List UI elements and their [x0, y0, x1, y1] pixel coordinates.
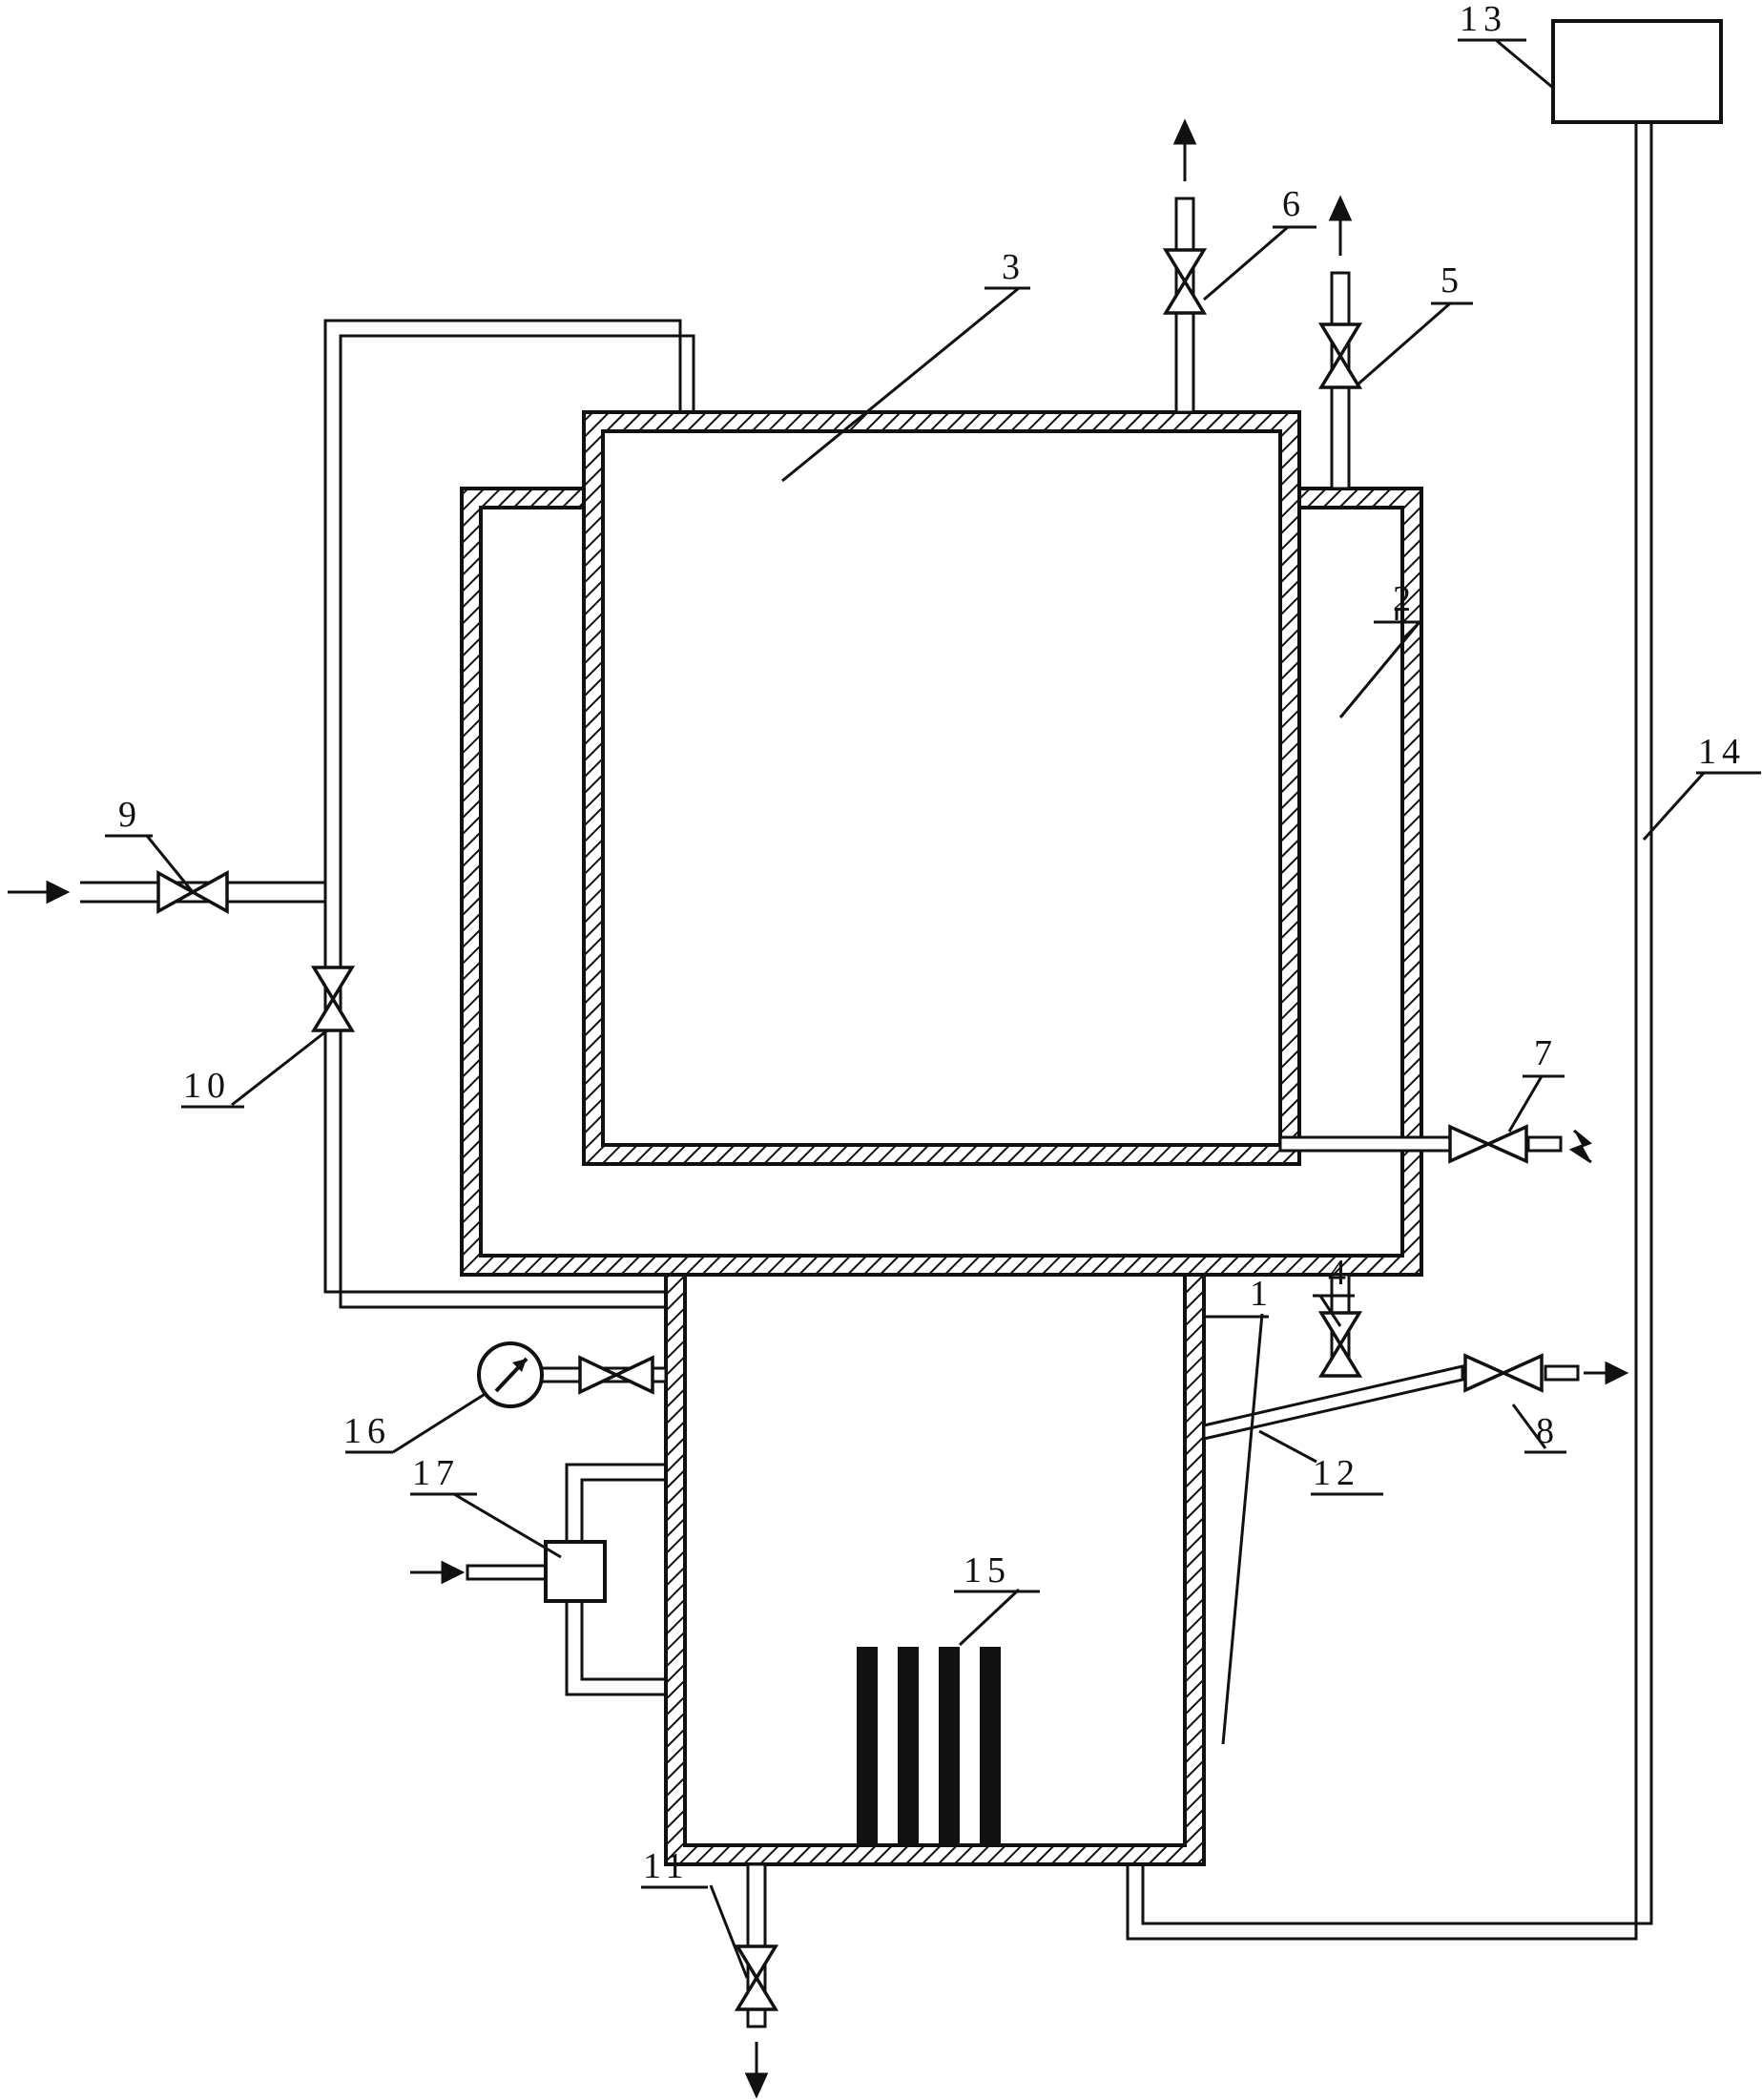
lower-vessel-1 — [666, 1275, 1204, 1864]
label-5: 5 — [1441, 260, 1464, 301]
valve-11 — [737, 1946, 776, 2009]
label-15: 15 — [964, 1550, 1011, 1591]
label-13: 13 — [1460, 0, 1507, 39]
label-1: 1 — [1250, 1274, 1274, 1314]
label-2: 2 — [1393, 579, 1417, 619]
label-4: 4 — [1328, 1253, 1352, 1293]
valve-7 — [1450, 1127, 1526, 1161]
valve-6 — [1166, 250, 1204, 313]
valve-8 — [1465, 1356, 1542, 1390]
valve-gauge — [580, 1358, 653, 1392]
pump-17 — [546, 1542, 605, 1601]
label-16: 16 — [343, 1411, 391, 1451]
valve-5 — [1321, 324, 1359, 387]
pressure-gauge-16 — [479, 1343, 542, 1406]
valve-10 — [314, 967, 352, 1030]
label-14: 14 — [1698, 732, 1746, 772]
label-10: 10 — [183, 1066, 231, 1106]
label-6: 6 — [1282, 184, 1306, 224]
label-9: 9 — [118, 795, 142, 835]
valve-4 — [1321, 1313, 1359, 1376]
label-12: 12 — [1313, 1453, 1360, 1493]
inner-chamber-3 — [584, 412, 1299, 1164]
label-7: 7 — [1534, 1033, 1558, 1073]
label-11: 11 — [643, 1846, 690, 1886]
label-3: 3 — [1002, 247, 1026, 287]
tank-13 — [1553, 21, 1721, 122]
label-8: 8 — [1536, 1411, 1560, 1451]
label-17: 17 — [412, 1453, 460, 1493]
